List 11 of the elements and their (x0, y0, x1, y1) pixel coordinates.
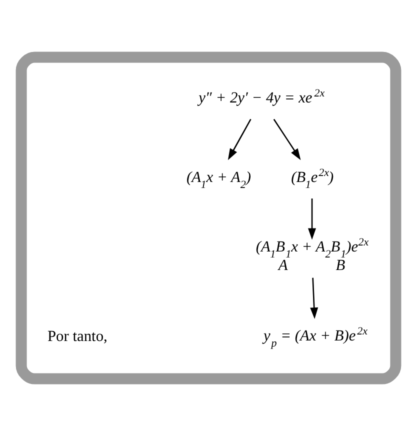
arrow (228, 118, 252, 160)
arrow (308, 198, 316, 240)
node-text: y$_{p}$ = (Ax + B)e$^{2x}$ (264, 325, 368, 350)
arrow (273, 118, 301, 160)
label: Por tanto, (47, 328, 108, 346)
node-text: (A$_{1}$x + A$_{2}$) (186, 168, 252, 191)
node-text: (A$_{1}$B$_{1}$x + A$_{2}$B$_{1}$)e$^{2x}$ A B (256, 236, 369, 274)
node-text: y″ + 2y′ − 4y = xe$^{2x}$ (198, 88, 325, 107)
node-text: (B$_{1}$e$^{2x}$) (291, 166, 334, 191)
cluster (16, 52, 402, 384)
arrow (310, 278, 318, 319)
